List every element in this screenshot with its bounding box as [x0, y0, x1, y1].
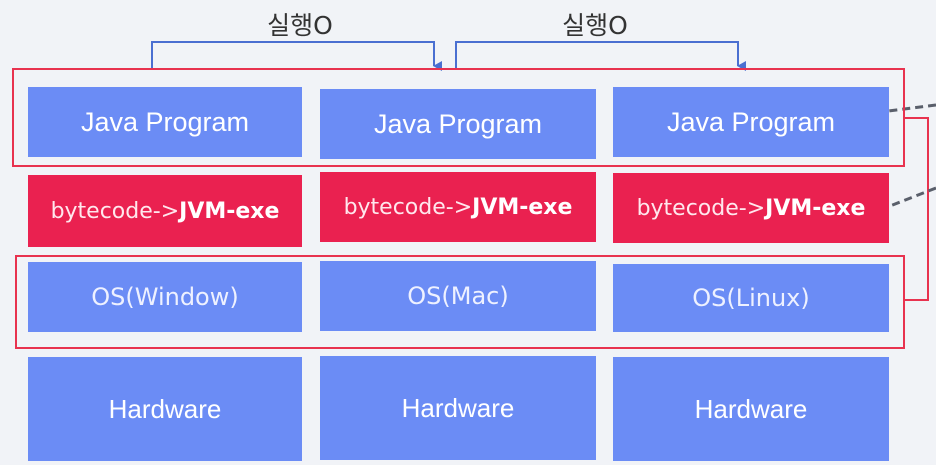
pointer-arrow-program [837, 103, 936, 124]
java-program-box-3: Java Program [613, 87, 889, 157]
os-box-linux: OS(Linux) [613, 264, 889, 332]
bytecode-box-1: bytecode->JVM-exe [28, 175, 302, 247]
hardware-box-3: Hardware [613, 357, 889, 461]
bytecode-box-3: bytecode->JVM-exe [613, 173, 889, 243]
bytecode-prefix: bytecode-> [50, 198, 180, 224]
exec-label-2: 실행O [562, 11, 628, 40]
bytecode-box-2: bytecode->JVM-exe [320, 172, 596, 242]
bytecode-prefix: bytecode-> [636, 195, 766, 221]
os-box-mac: OS(Mac) [320, 261, 596, 331]
jvm-exe-label: JVM-exe [472, 194, 573, 220]
java-program-box-2: Java Program [320, 89, 596, 159]
exec-label-1: 실행O [267, 11, 333, 40]
exec-connector-2 [455, 41, 746, 71]
hardware-box-1: Hardware [28, 357, 302, 461]
java-program-box-1: Java Program [28, 87, 302, 157]
jvm-exe-label: JVM-exe [179, 198, 280, 224]
program-layer-frame [12, 68, 905, 167]
jvm-exe-label: JVM-exe [765, 195, 866, 221]
frame-bracket [905, 117, 929, 301]
hardware-box-2: Hardware [320, 356, 596, 460]
bytecode-prefix: bytecode-> [343, 194, 473, 220]
os-box-window: OS(Window) [28, 262, 302, 332]
exec-connector-1 [151, 41, 442, 71]
os-layer-frame [15, 255, 905, 349]
